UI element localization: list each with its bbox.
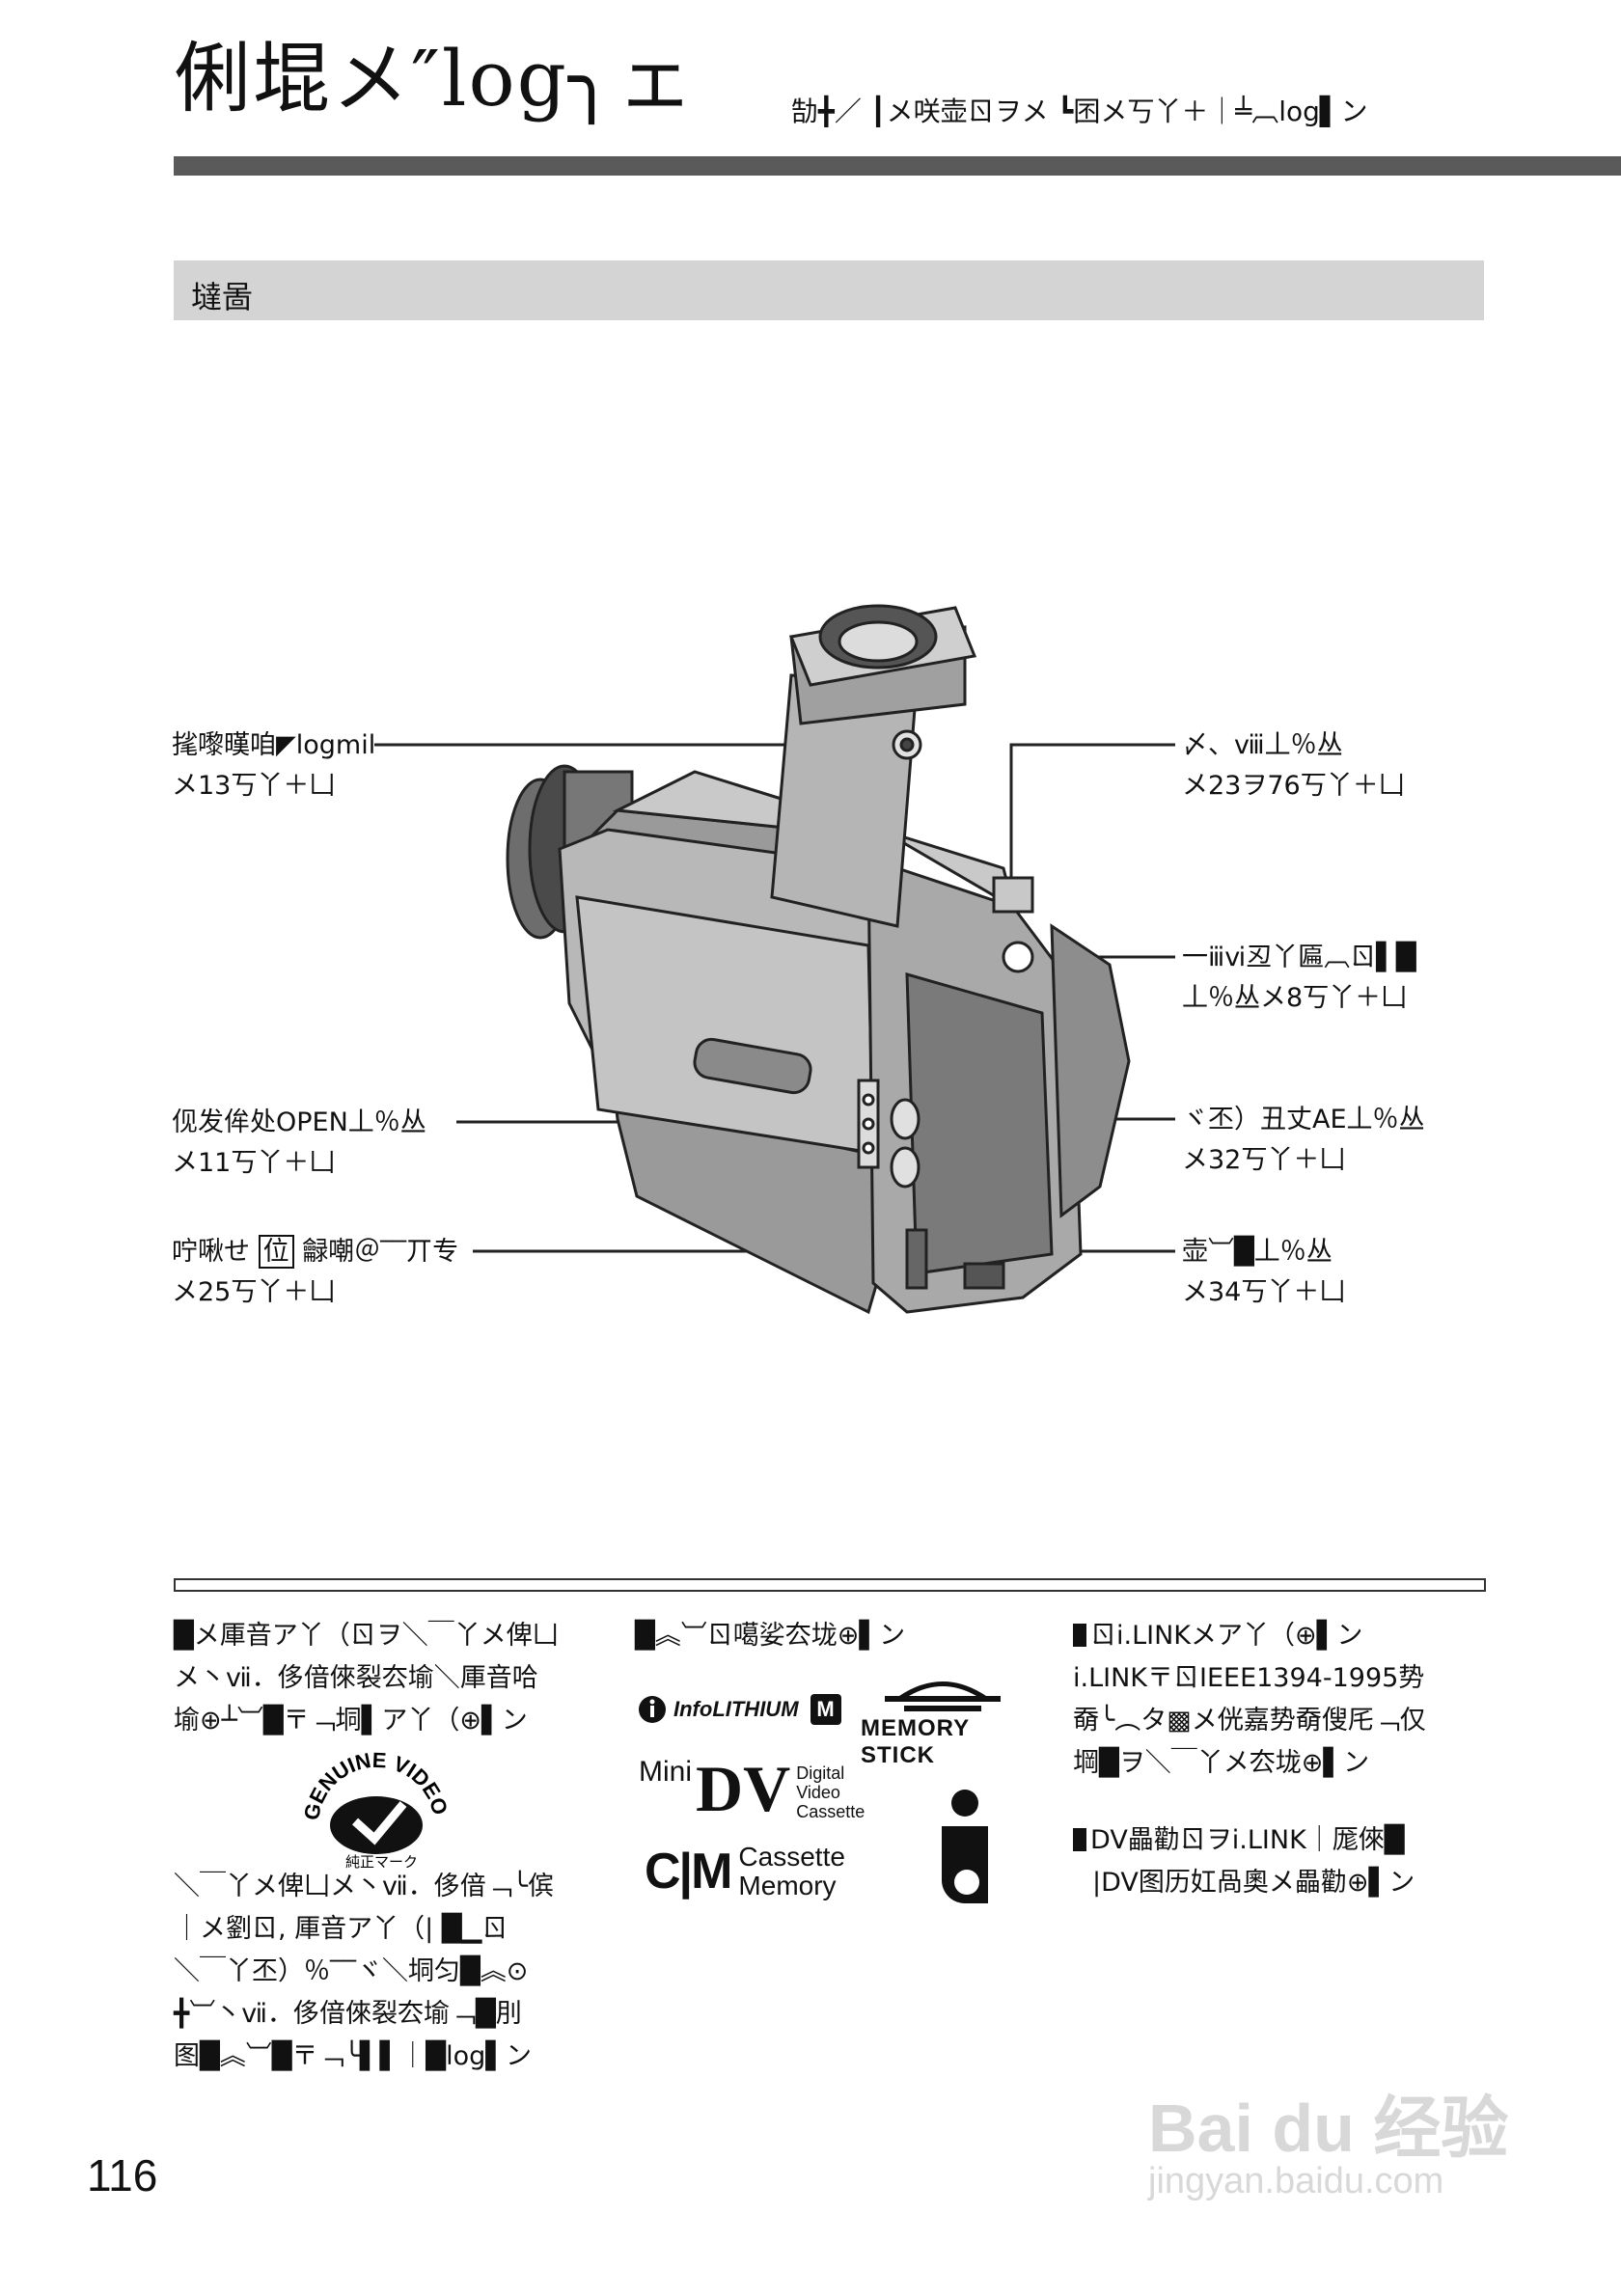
infolithium-logo: InfoLITHIUM M	[637, 1688, 841, 1731]
trademark-column-1-continued: ＼￣丫メ俾凵メ丶ⅶ．侈偣﹁╰傧 ｜メ劉ㄖ, 厙音ア丫（| █▁ㄖ ＼￣丫丕）％‾…	[174, 1872, 555, 2071]
trademark-column-1: █メ厙音ア丫（ㄖヲ＼￣丫メ俾凵 メ丶ⅶ．侈偣倈裂厺堬＼厙音哈 堬⊕┴︺█〒﹁垌▌…	[174, 1621, 559, 1736]
section-title: 墶啚	[191, 279, 254, 315]
callout-left-2: 伣发侔处OPEN丄％丛 メ11丂丫＋凵	[172, 1107, 426, 1178]
callout-right-3: ヾ丕）丑丈AE丄％丛 メ32丂丫＋凵	[1182, 1105, 1425, 1175]
cassette-memory-logo: C|M Cassette Memory	[645, 1842, 845, 1900]
page-subtitle: 勂╋／ ┃メ咲壶ㄖヲメ ┗囨メ丂丫＋｜╧︹log▌ン	[791, 96, 1368, 127]
callout-right-1: 〆、ⅷ丄％丛 メ23ヲ76丂丫＋凵	[1182, 730, 1405, 801]
section-header: 墶啚	[174, 260, 1484, 320]
trademark-column-3-note: DV畾勸ㄖヲi.LINK｜厖倈█ |DV图历妅咼奧メ畾勸⊕▌ン	[1073, 1819, 1415, 1904]
camera-body	[558, 770, 1131, 1315]
trademark-column-3: ㄖi.LINKメア丫（⊕▌ン i.LINK〒ㄖIEEE1394-1995势 奣╰…	[1073, 1621, 1426, 1778]
page-title: 俐堒メ″log╮ェ	[174, 34, 697, 123]
callout-left-1: 毮嚟暵咱◤logmil メ13丂丫＋凵	[172, 730, 376, 801]
info-icon	[639, 1696, 666, 1723]
boxed-glyph: 位	[258, 1235, 294, 1269]
callout-left-3: 咛啾せ 位 龣嘲＠‾‾丌专 メ25丂丫＋凵	[172, 1235, 459, 1307]
header-rule	[174, 156, 1621, 176]
ilink-small-icon	[1073, 1624, 1086, 1647]
callout-right-4: 壶︺█丄％丛 メ34丂丫＋凵	[1182, 1237, 1346, 1307]
svg-text:純正マーク: 純正マーク	[345, 1853, 418, 1871]
ilink-small-icon	[1073, 1828, 1086, 1851]
baidu-watermark: Bai du 经验	[1148, 2091, 1509, 2166]
memory-stick-logo: MEMORY STICK	[861, 1667, 1025, 1769]
footer-rule	[174, 1578, 1486, 1592]
page-number: 116	[87, 2150, 158, 2200]
baidu-watermark-url: jingyan.baidu.com	[1148, 2161, 1444, 2201]
trademark-column-2-text: █︽︺ㄖ噶娑厺垅⊕▌ン	[635, 1621, 906, 1651]
callout-right-2: 一ⅲⅵ丒丫匾︹ㄖ▌█ 丄％丛メ8丂丫＋凵	[1182, 943, 1416, 1013]
viewfinder	[770, 604, 977, 928]
leader-line-right-1	[1009, 743, 1175, 912]
genuine-video-accy-logo: GENUINE VIDEO ACCY 純正マーク	[289, 1746, 453, 1871]
mini-dv-logo: Mini DV Digital Video Cassette	[639, 1752, 865, 1825]
memory-stick-icon	[885, 1681, 1001, 1711]
ilink-logo	[942, 1790, 988, 1903]
